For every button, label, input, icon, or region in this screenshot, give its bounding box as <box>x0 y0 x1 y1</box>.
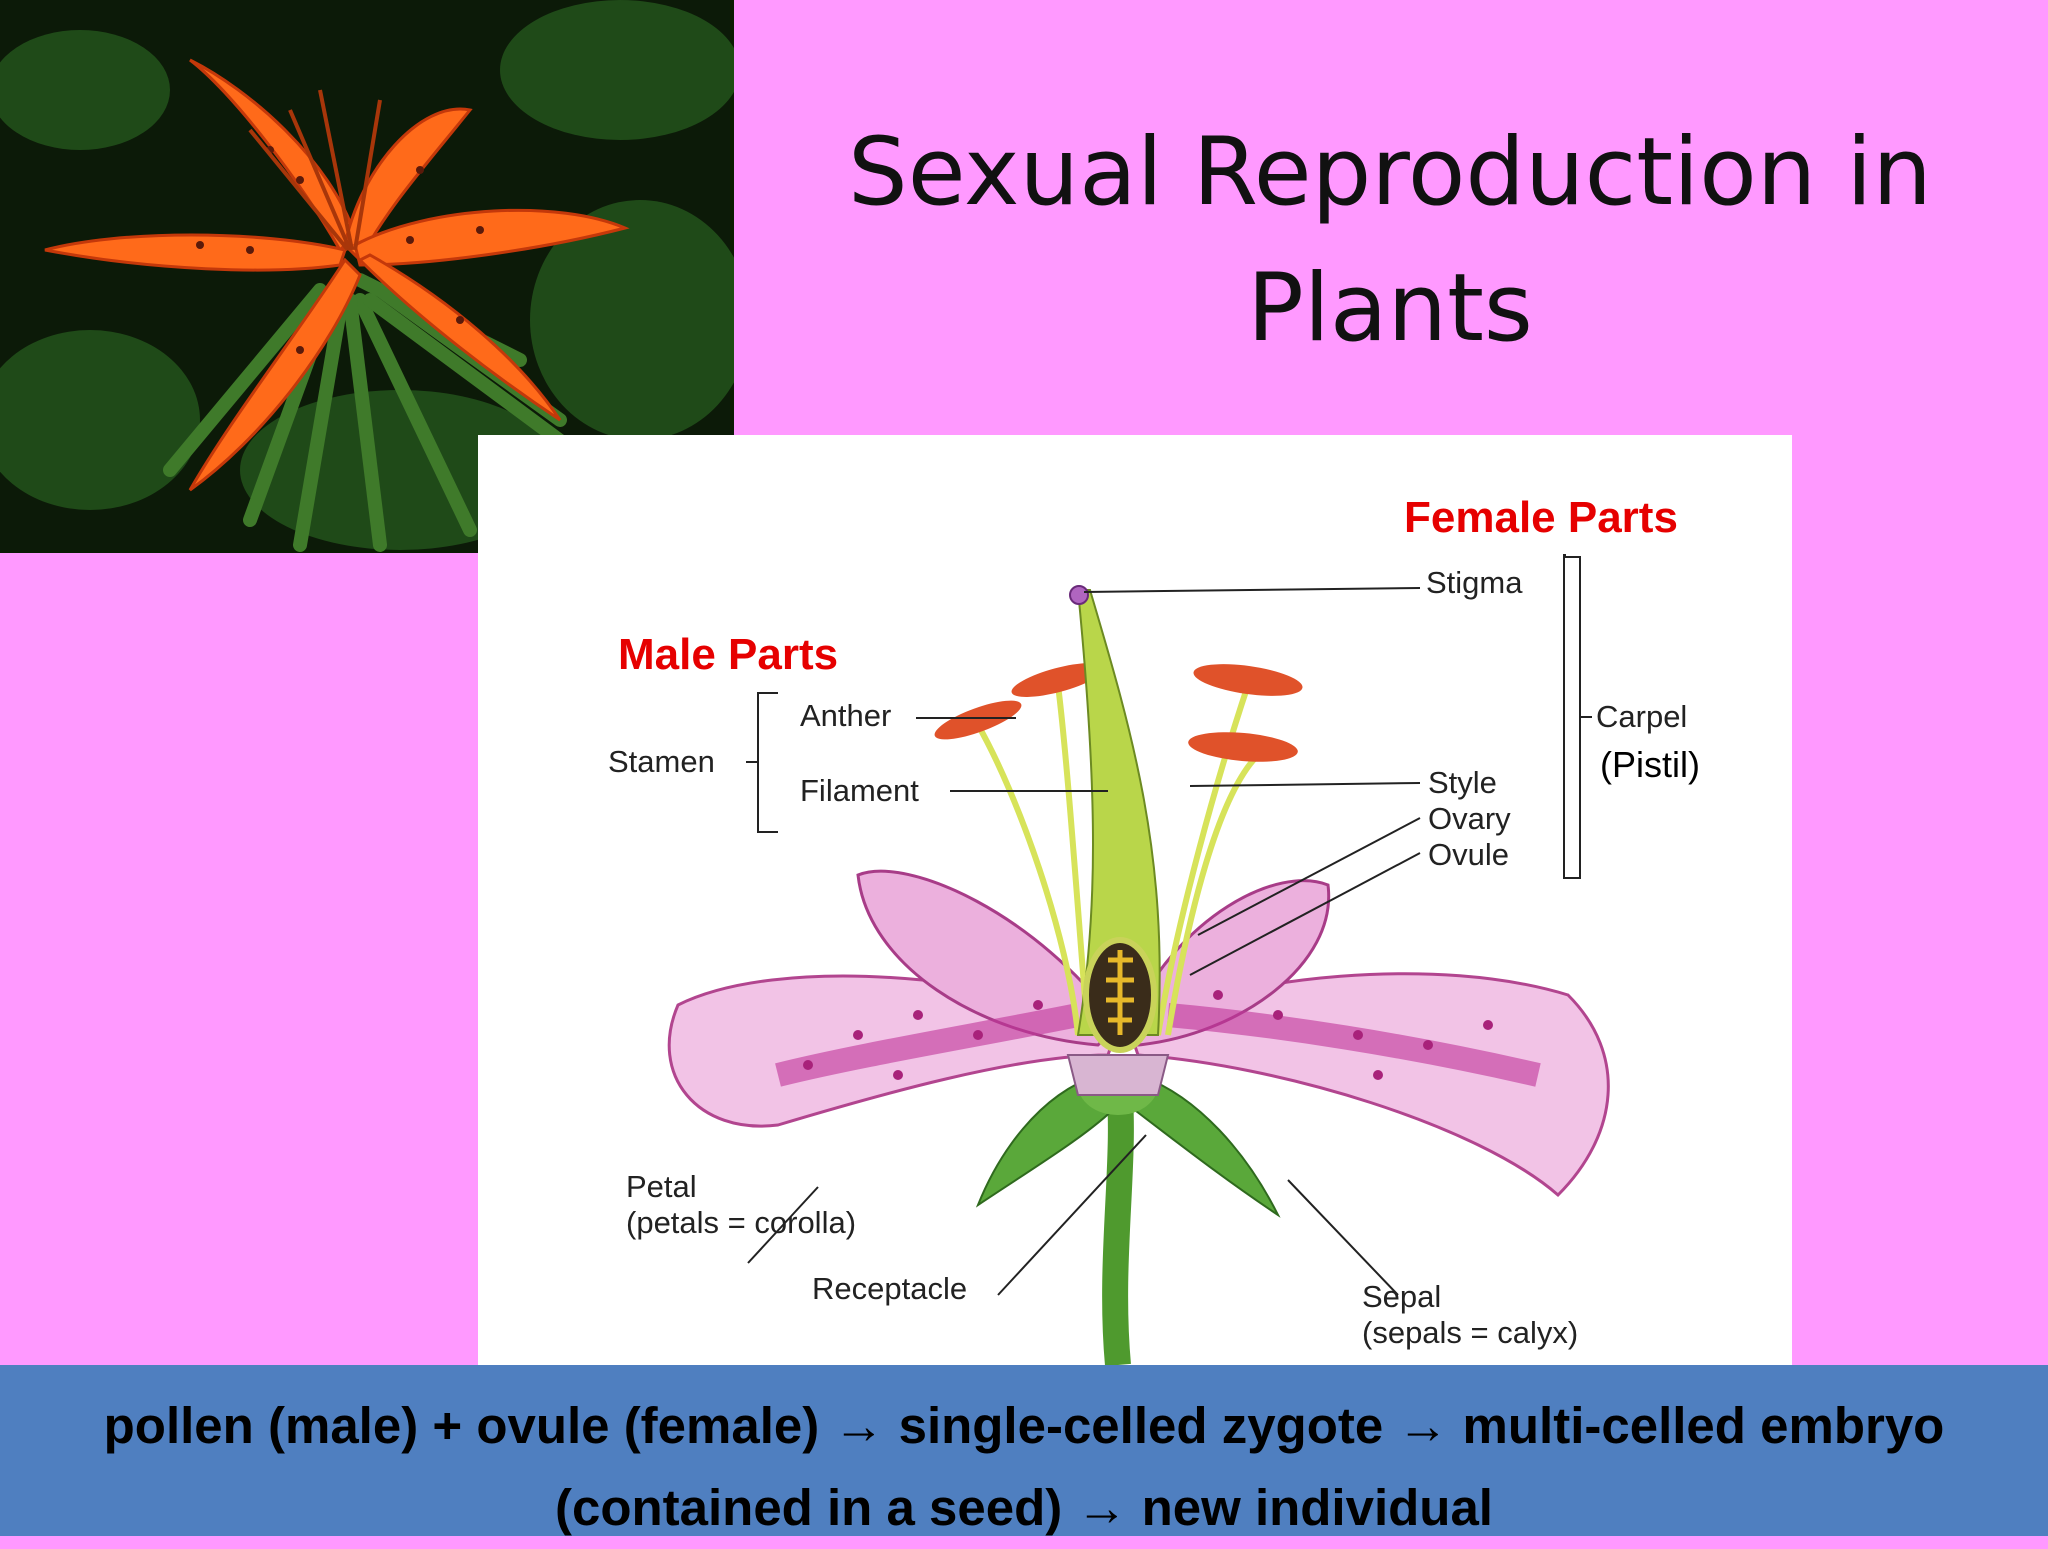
label-style: Style <box>1428 765 1497 800</box>
flower-illustration <box>667 554 1610 1365</box>
label-receptacle: Receptacle <box>812 1271 968 1306</box>
label-filament: Filament <box>800 773 919 808</box>
label-ovule: Ovule <box>1428 837 1509 872</box>
slide-title: Sexual Reproduction in Plants <box>848 118 1932 363</box>
label-stamen: Stamen <box>608 744 715 779</box>
flower-diagram: Female Parts Male Parts Stigma Carpel (P… <box>478 435 1792 1365</box>
label-ovary: Ovary <box>1428 801 1511 836</box>
label-carpel: Carpel <box>1596 699 1688 734</box>
label-pistil: (Pistil) <box>1600 744 1700 785</box>
label-sepal-note: (sepals = calyx) <box>1362 1315 1579 1350</box>
label-petal-note: (petals = corolla) <box>626 1205 857 1240</box>
label-stigma: Stigma <box>1426 565 1523 600</box>
label-anther: Anther <box>800 698 892 733</box>
female-parts-heading: Female Parts <box>1404 493 1678 542</box>
label-sepal: Sepal <box>1362 1279 1442 1314</box>
label-petal: Petal <box>626 1169 697 1204</box>
summary-footer: pollen (male) + ovule (female) → single-… <box>0 1365 2048 1536</box>
male-parts-heading: Male Parts <box>618 630 839 679</box>
summary-text: pollen (male) + ovule (female) → single-… <box>103 1397 1945 1536</box>
